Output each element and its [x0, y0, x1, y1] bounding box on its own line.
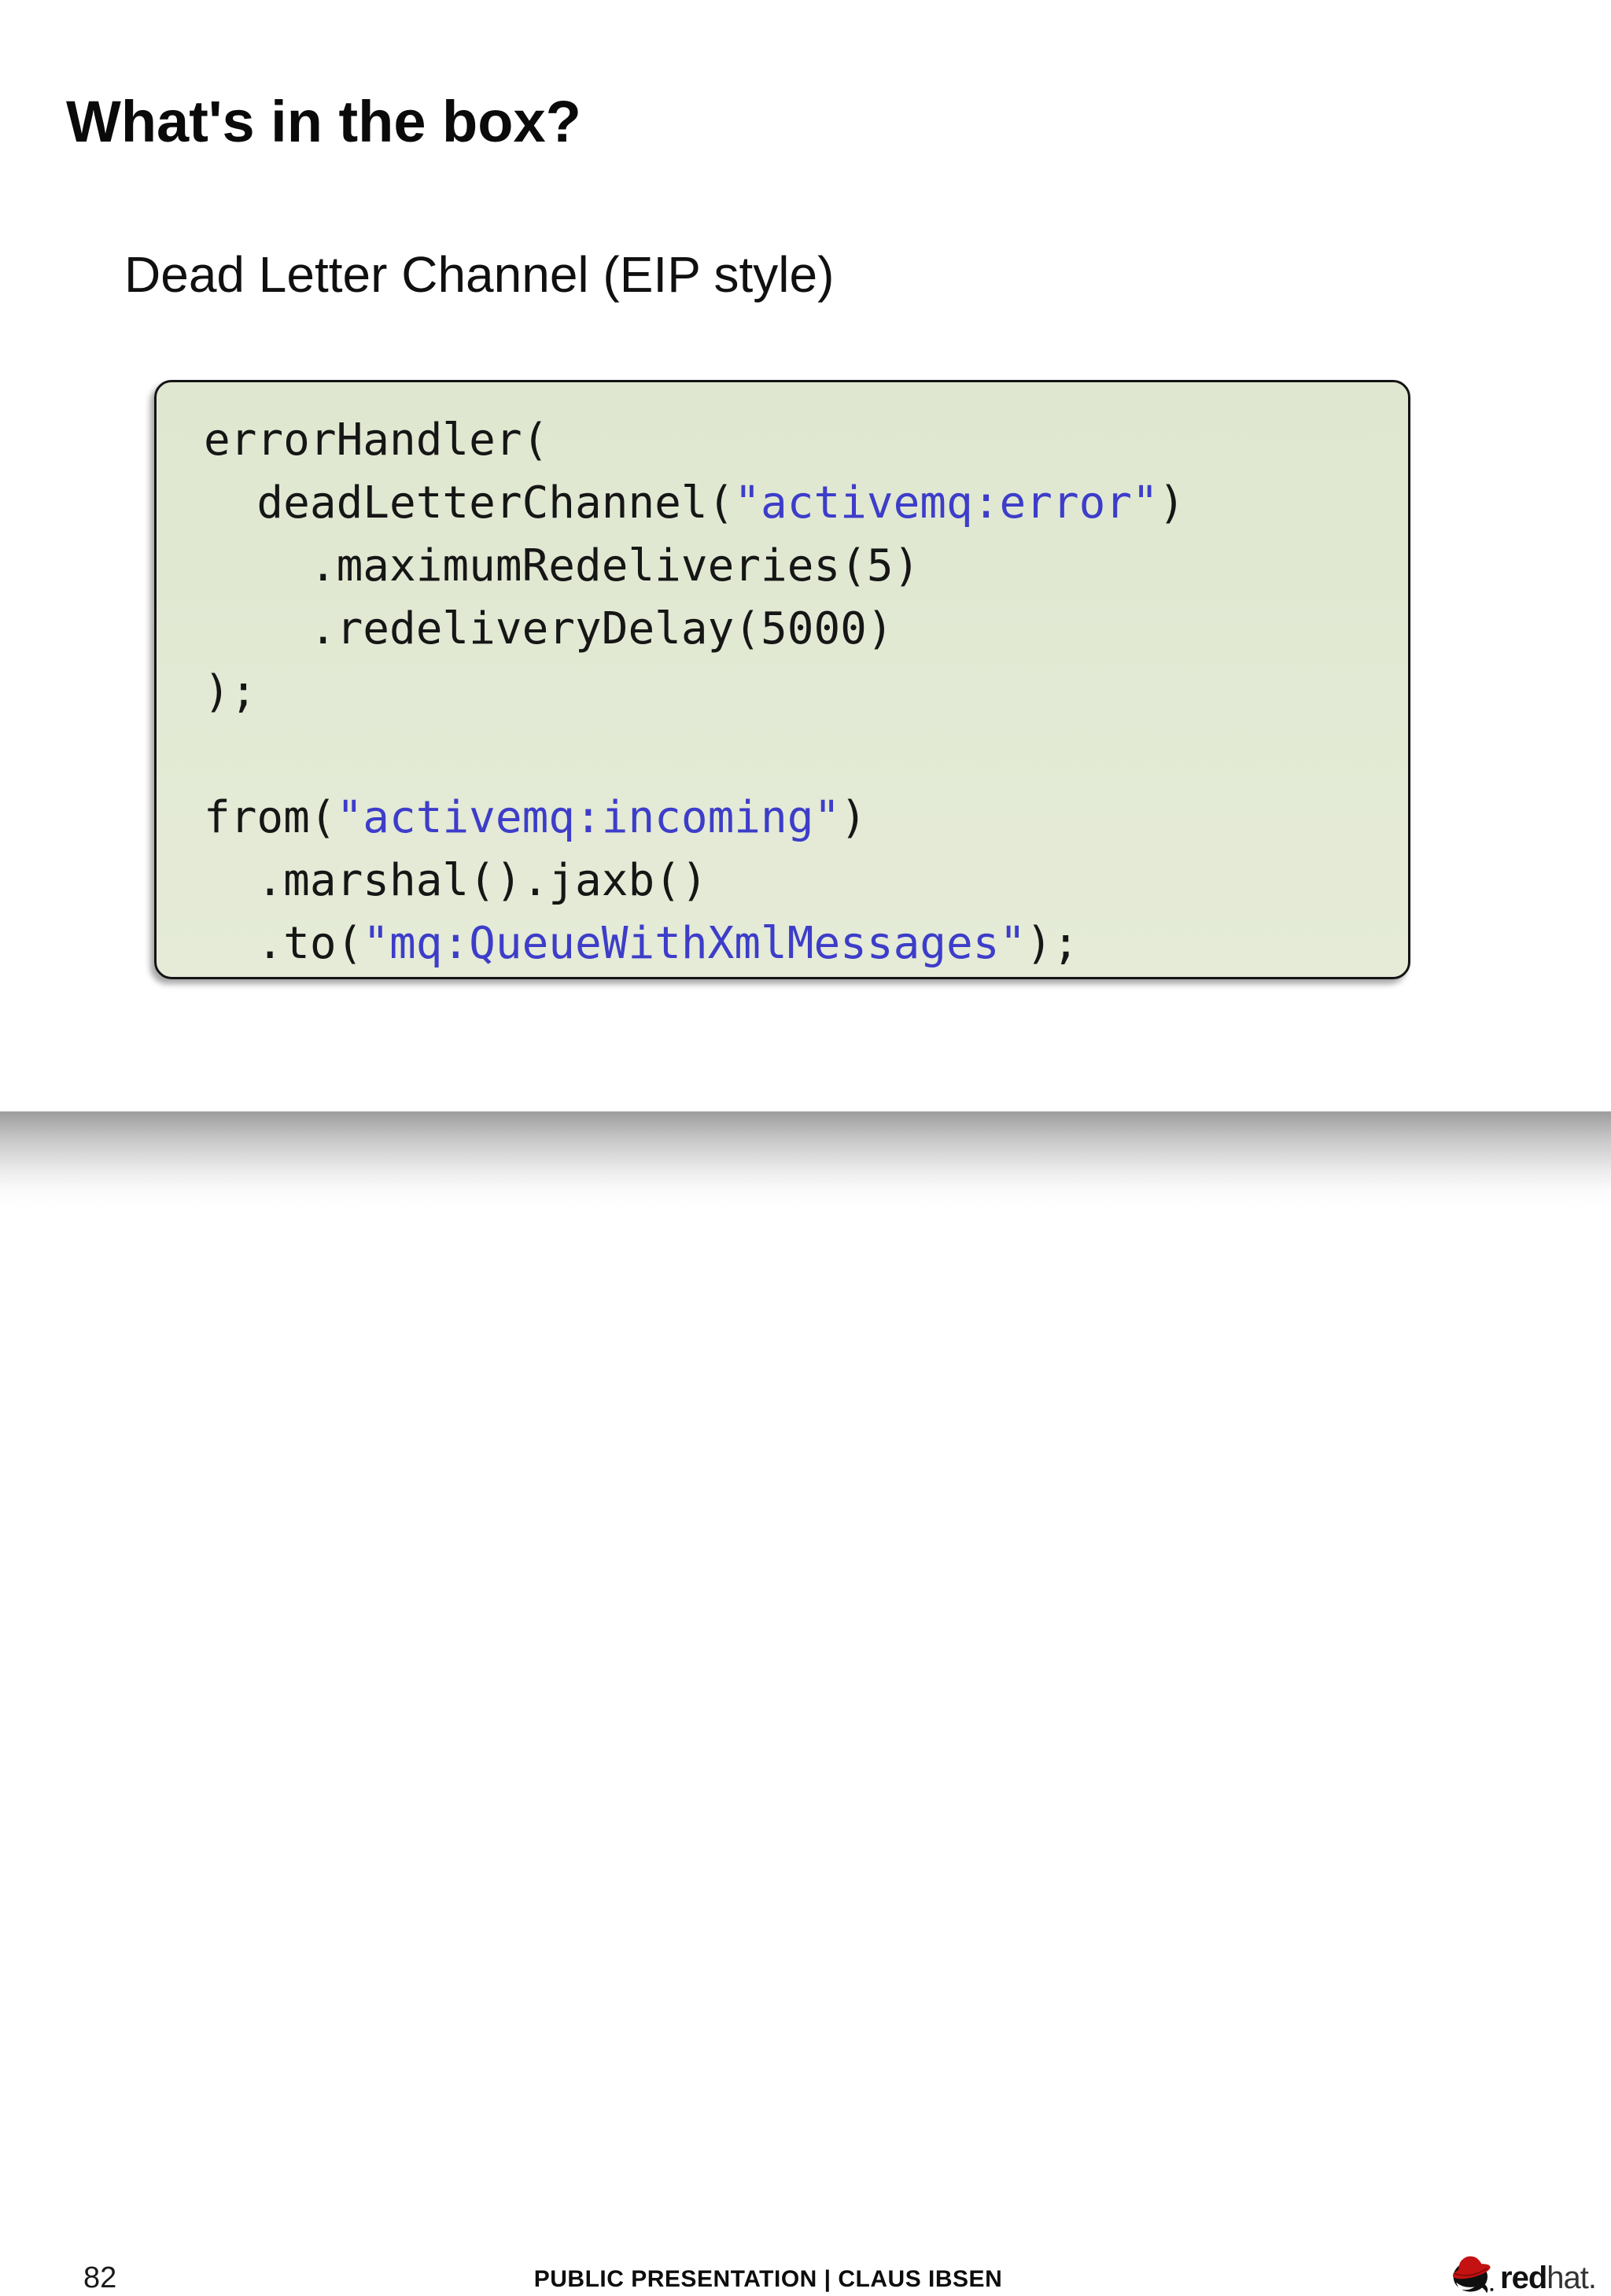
code-line: errorHandler( [204, 415, 549, 466]
footer-presentation-label: PUBLIC PRESENTATION | CLAUS IBSEN [533, 2266, 1003, 2292]
footer: 82 PUBLIC PRESENTATION | CLAUS IBSEN red… [0, 1111, 1611, 2295]
code-line: deadLetterChannel("activemq:error") [204, 477, 1185, 529]
code-line [204, 724, 1400, 787]
redhat-logo: redhat. [1450, 2250, 1597, 2296]
page-title: What's in the box? [66, 89, 581, 154]
code-content: errorHandler( deadLetterChannel("activem… [204, 409, 1400, 975]
code-line: .to("mq:QueueWithXmlMessages"); [204, 918, 1079, 969]
logo-hat-label: hat [1546, 2261, 1589, 2295]
code-line: .maximumRedeliveries(5) [204, 540, 920, 592]
redhat-logo-text: redhat. [1500, 2261, 1597, 2296]
code-line: .redeliveryDelay(5000) [204, 603, 894, 654]
slide-subtitle: Dead Letter Channel (EIP style) [124, 246, 835, 303]
logo-red-label: red [1500, 2261, 1547, 2295]
code-line: from("activemq:incoming") [204, 792, 867, 843]
logo-period: . [1587, 2261, 1597, 2295]
code-block: errorHandler( deadLetterChannel("activem… [154, 380, 1410, 979]
redhat-fedora-icon [1452, 2256, 1494, 2294]
code-line: .marshal().jaxb() [204, 855, 708, 906]
code-line: ); [204, 666, 257, 717]
